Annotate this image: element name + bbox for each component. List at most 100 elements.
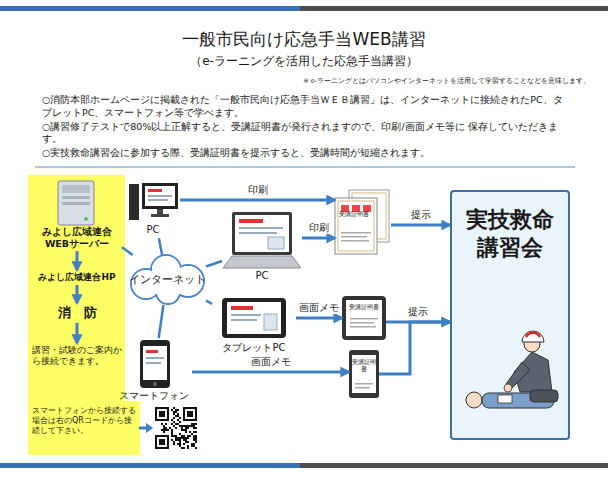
qr-module [173,407,175,409]
qr-module [185,425,187,427]
bullet-text: ○講習修了テストで80%以上正解すると、受講証明書が発行されますので、印刷/画面… [42,121,572,147]
server-icon [58,181,94,225]
qr-module [175,439,177,441]
node-text: みよし広域連合HP [32,272,122,283]
node-text: PC [126,224,180,236]
qr-module [183,447,185,449]
qr-module [159,435,161,437]
qr-module [187,419,189,421]
qr-module [187,427,189,429]
bullet-text: ○消防本部ホームページに掲載された「一般市民向け応急手当ＷＥＢ講習」は、インター… [42,94,572,120]
subtitle: （e-ラーニングを活用した応急手当講習） [0,53,608,69]
qr-module [175,415,177,417]
qr-module [155,437,157,439]
qr-module [181,447,183,449]
qr-module [167,413,169,415]
cpr-figure [466,331,558,408]
qr-module [159,447,161,449]
qr-module [165,419,167,421]
desktop-icon [129,183,178,220]
qr-module [165,427,167,429]
qr-module [177,423,179,425]
qr-module [183,437,185,439]
qr-module [159,441,161,443]
bullet-text: ○実技救命講習会に参加する際、受講証明書を提示すると、受講時間が短縮されます。 [42,147,572,160]
qr-module [165,435,167,437]
qr-module [187,447,189,449]
qr-module [191,413,193,415]
qr-module [157,419,159,421]
qr-module [163,411,165,413]
flow-arrow [76,285,79,303]
smartphone-node: スマートフォン [116,338,192,404]
tablet-certificate [342,296,386,340]
qr-module [163,431,165,433]
qr-module [161,411,163,413]
qr-module [171,439,173,441]
qr-module [179,437,181,439]
qr-module [165,423,167,425]
fire-dept-node: 消 防 [32,303,122,323]
qr-module [177,413,179,415]
homepage-node: みよし広域連合HP [32,270,122,285]
qr-module [167,409,169,411]
qr-module [193,437,195,439]
qr-module [191,407,193,409]
bottom-bar [300,463,608,468]
qr-module [195,441,197,443]
qr-module [163,435,165,437]
guide-note: 講習・試験のご案内から接続できます。 [32,343,122,369]
qr-module [167,439,169,441]
qr-module [189,413,191,415]
qr-module [187,435,189,437]
qr-module [155,409,157,411]
qr-module [157,407,159,409]
network-line [206,301,212,304]
network-line [159,305,164,338]
internet-cloud-node: インターネット [128,255,206,305]
qr-module [187,425,189,427]
qr-module [171,431,173,433]
qr-module [195,415,197,417]
qr-module [161,407,163,409]
qr-module [185,441,187,443]
qr-module [193,419,195,421]
qr-module [171,433,173,435]
qr-module [181,429,183,431]
qr-module [191,423,193,425]
qr-module [163,425,165,427]
qr-module [191,445,193,447]
qr-module [175,427,177,429]
printed-certificate [335,190,389,254]
qr-module [195,417,197,419]
qr-module [183,407,185,409]
node-text: 受講証明書 [346,303,382,310]
qr-module [155,435,157,437]
qr-module [177,443,179,445]
qr-module [167,407,169,409]
qr-module [171,435,173,437]
qr-module [185,407,187,409]
qr-module [177,409,179,411]
qr-module [173,417,175,419]
qr-module [155,413,157,415]
qr-module [181,435,183,437]
qr-module [195,427,197,429]
qr-module [175,435,177,437]
qr-module [155,445,157,447]
qr-module [177,419,179,421]
qr-module [181,425,183,427]
qr-module [195,423,197,425]
qr-module [187,411,189,413]
certificate-screen: 受講証明書 [342,296,386,340]
qr-module [183,429,185,431]
qr-module [173,411,175,413]
qr-module [189,419,191,421]
qr-module [157,435,159,437]
qr-module [193,439,195,441]
qr-module [185,439,187,441]
qr-module [193,425,195,427]
edge-label: 画面メモ [297,302,341,314]
qr-module [171,419,173,421]
